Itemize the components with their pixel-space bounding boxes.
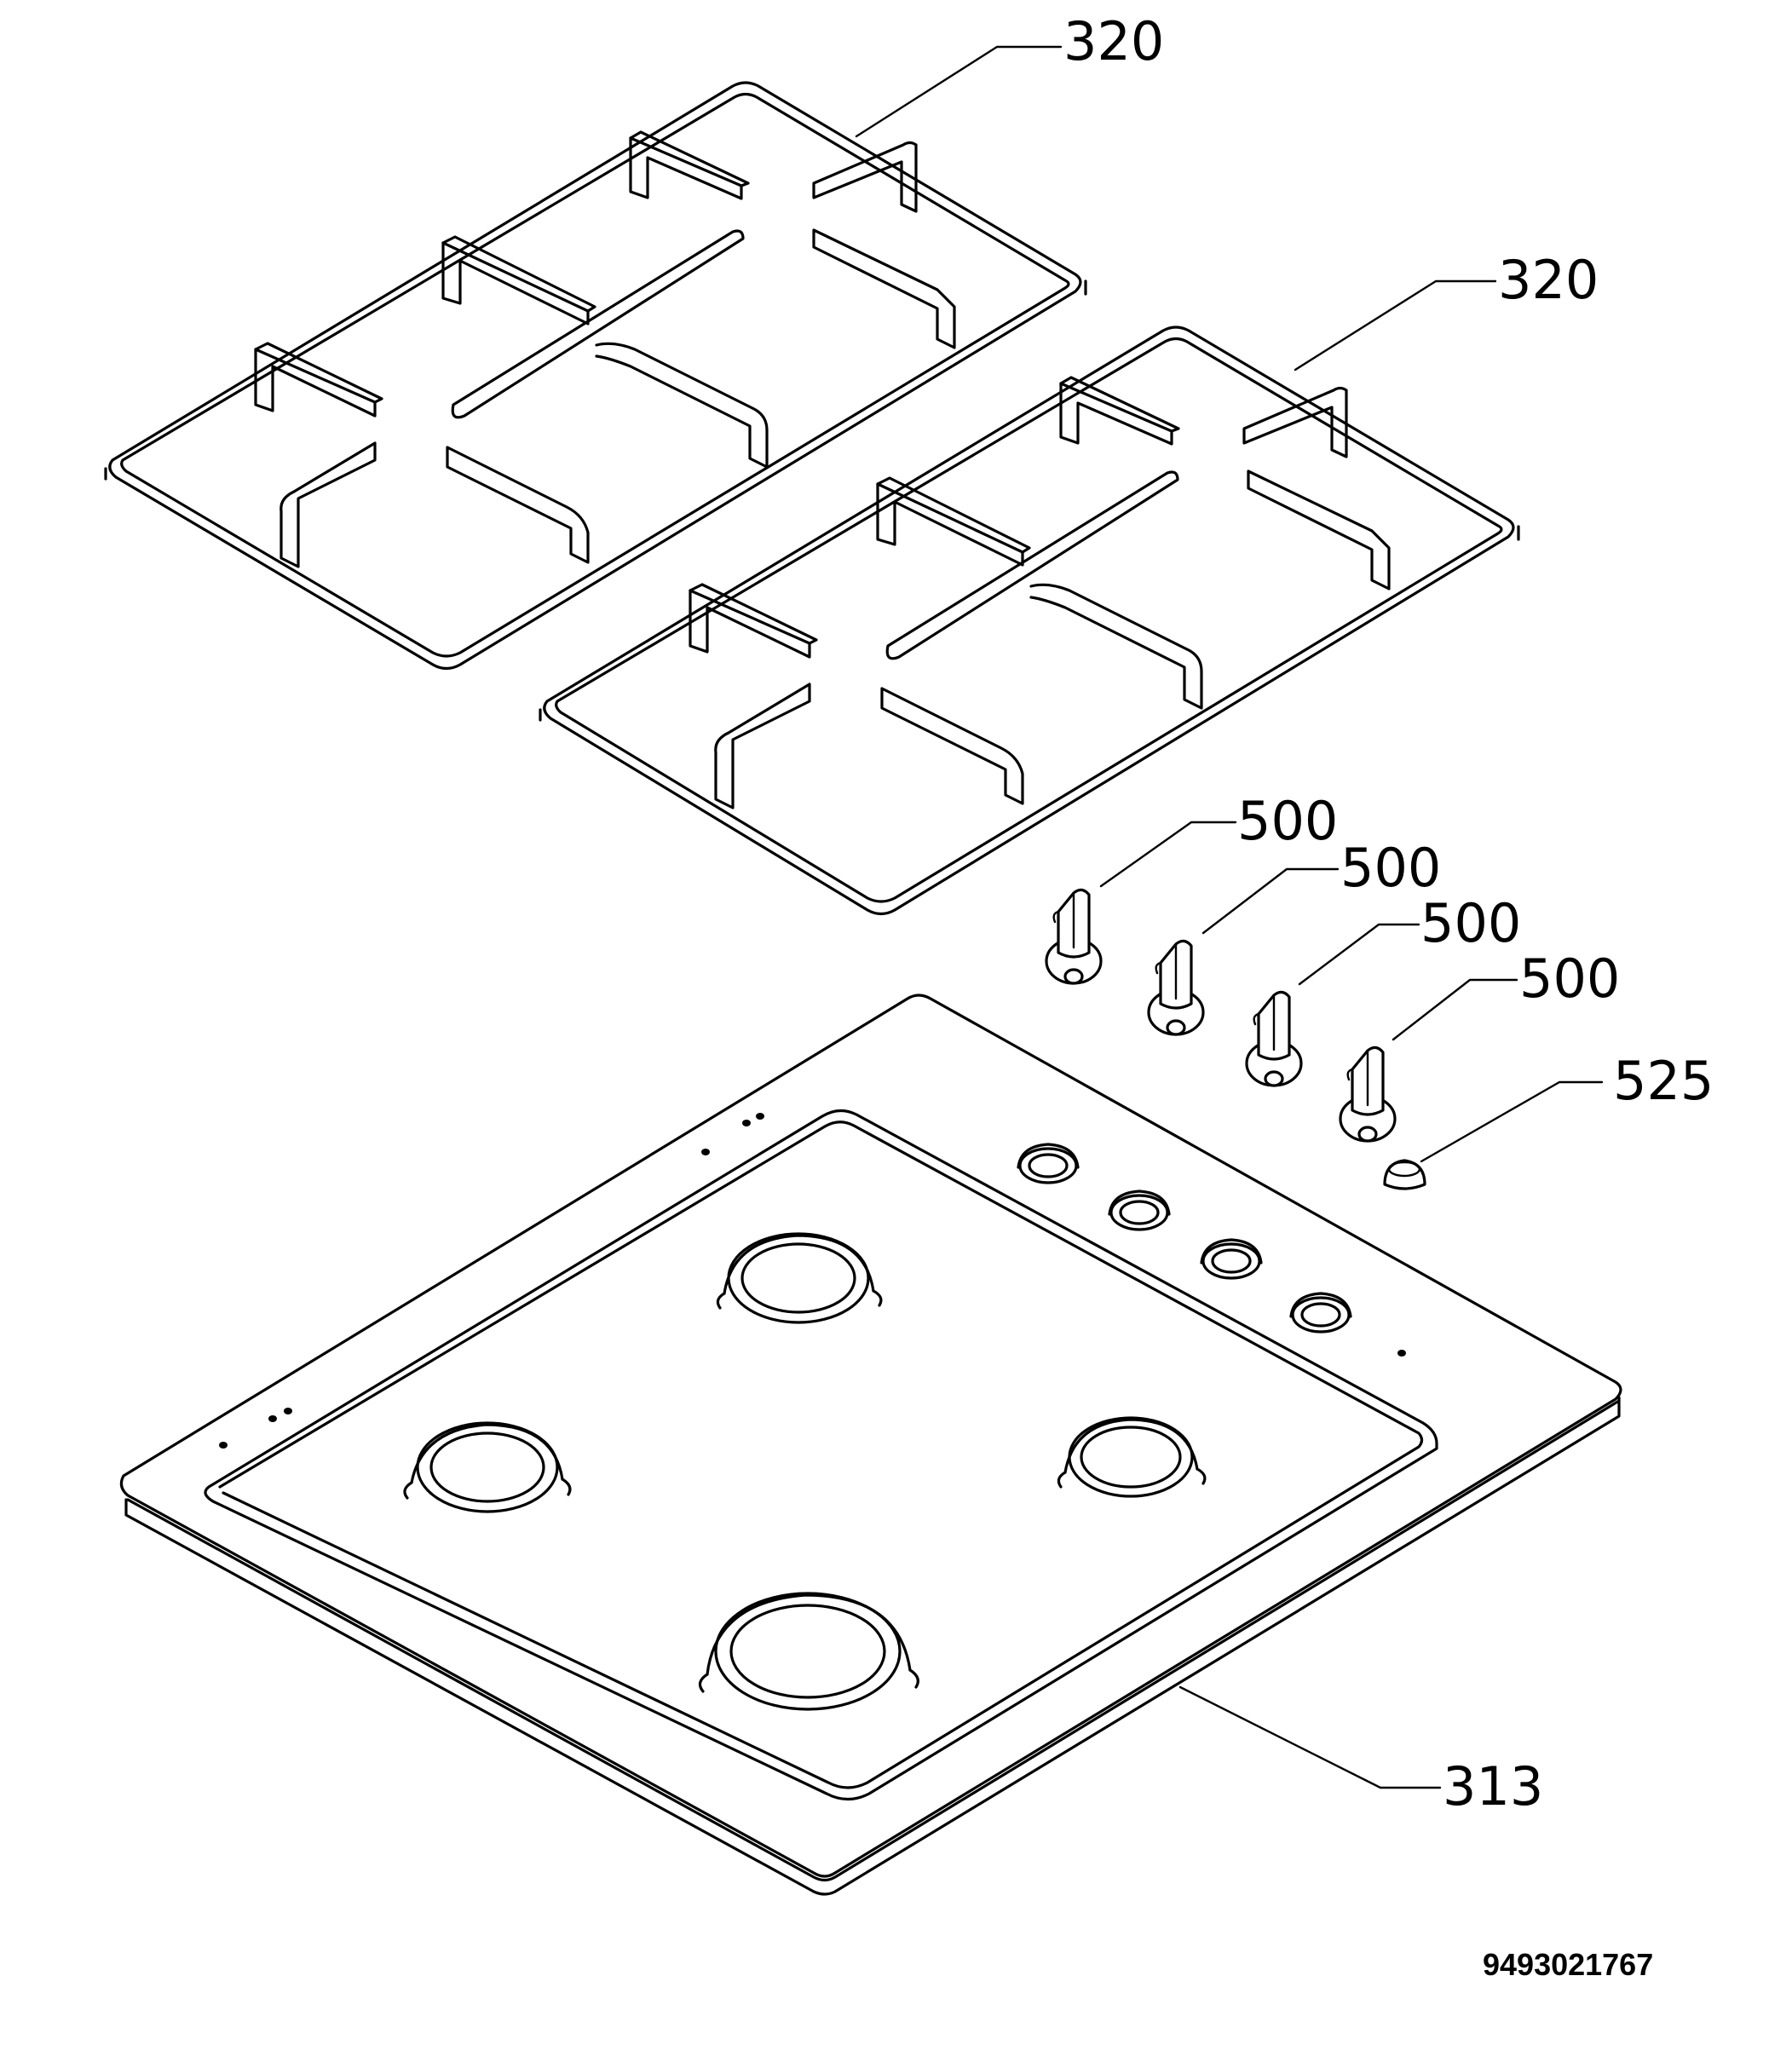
label-grid-second: 320 (1498, 249, 1599, 311)
part-labels: 320 320 500 500 500 500 525 313 94930217… (1063, 10, 1714, 1982)
pan-support-grid-top (104, 81, 1087, 671)
label-grid-top: 320 (1063, 10, 1164, 72)
label-knob-1: 500 (1237, 790, 1338, 852)
leader-line-cap (1420, 1080, 1604, 1163)
leader-line-grid-top (855, 45, 1063, 138)
leader-line-knob-4 (1392, 978, 1518, 1041)
leader-line-knob-2 (1201, 867, 1340, 935)
drawing-code: 9493021767 (1483, 1947, 1653, 1982)
label-knob-3: 500 (1420, 892, 1521, 954)
hob-screw-holes (219, 1113, 1406, 1449)
control-knob-4 (1339, 1046, 1397, 1143)
pan-support-grid-second (539, 325, 1520, 916)
label-knob-4: 500 (1519, 948, 1620, 1010)
label-knob-2: 500 (1340, 837, 1441, 899)
hob-knob-holes (1017, 1143, 1352, 1334)
leader-line-knob-3 (1298, 923, 1420, 986)
knob-hole-3 (1200, 1238, 1263, 1280)
leader-line-knob-1 (1099, 821, 1237, 888)
knob-hole-4 (1289, 1292, 1352, 1334)
knob-hole-2 (1108, 1190, 1171, 1231)
control-knob-2 (1147, 939, 1205, 1036)
hob-inner-panel (204, 1109, 1438, 1801)
grid-second-fingers (689, 376, 1391, 809)
control-knob-3 (1245, 990, 1303, 1087)
burner-opening-right (1057, 1416, 1207, 1498)
burner-opening-left (403, 1421, 572, 1513)
label-cap: 525 (1613, 1050, 1714, 1112)
hob-outer-frame (119, 994, 1622, 1896)
ignition-button-cap (1383, 1159, 1426, 1190)
knob-hole-1 (1017, 1143, 1080, 1184)
leader-line-hob (1178, 1685, 1442, 1789)
grid-top-fingers (254, 130, 956, 568)
leader-line-grid-second (1294, 279, 1497, 372)
burner-opening-back (716, 1232, 883, 1324)
hob-burner-openings (403, 1232, 1207, 1711)
control-knob-1 (1045, 888, 1103, 985)
grid-top-frame (104, 81, 1087, 671)
control-knobs (1045, 888, 1397, 1143)
hob-top-plate (119, 994, 1622, 1896)
leader-lines (855, 45, 1604, 1789)
label-hob: 313 (1443, 1755, 1543, 1817)
burner-opening-front (698, 1592, 919, 1711)
grid-second-frame (539, 325, 1520, 916)
